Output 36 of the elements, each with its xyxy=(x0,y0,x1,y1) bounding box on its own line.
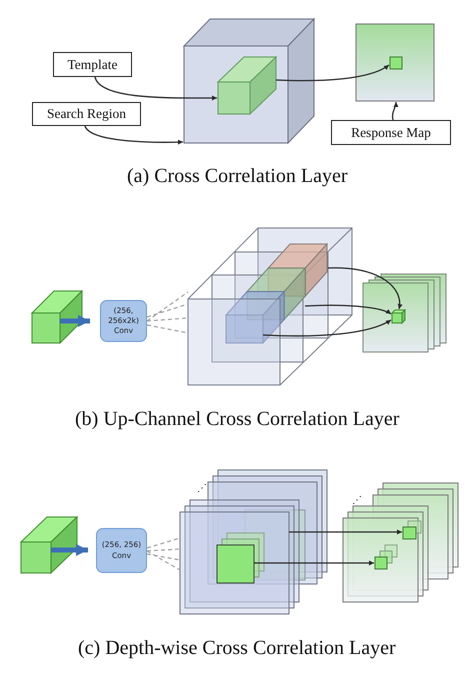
caption: (b) Up-Channel Cross Correlation Layer xyxy=(75,408,400,431)
response-cell xyxy=(392,310,405,323)
ellipsis-mark: ⋰ xyxy=(352,494,362,506)
arrow xyxy=(84,126,184,145)
input-cuboid xyxy=(21,517,77,573)
input-cuboid xyxy=(32,291,82,343)
arrow xyxy=(51,544,88,556)
dashed-projection-lines xyxy=(146,537,181,571)
response-map-stack xyxy=(363,274,446,352)
callout-label: Search Region xyxy=(32,102,141,126)
feature-map-stack xyxy=(180,470,327,614)
arrow xyxy=(289,530,402,534)
response-cell xyxy=(403,521,421,539)
arrow xyxy=(276,64,390,82)
leader-line xyxy=(392,102,398,120)
ellipsis-mark: ⋰ xyxy=(197,482,207,494)
callout-label: Template xyxy=(53,52,132,77)
arrow xyxy=(328,267,402,310)
arrow xyxy=(304,304,392,315)
response-cell xyxy=(390,57,402,69)
arrow xyxy=(60,315,90,327)
channel-segment xyxy=(226,291,284,343)
response-cell xyxy=(375,545,397,569)
caption: (c) Depth-wise Cross Correlation Layer xyxy=(78,637,396,660)
arrow xyxy=(94,76,217,100)
feature-volume xyxy=(188,228,352,385)
kernel-stack xyxy=(217,533,264,583)
dashed-projection-lines xyxy=(146,291,189,334)
kernel-cuboid xyxy=(218,57,276,114)
arrow xyxy=(262,319,392,337)
callout-label: Response Map xyxy=(331,120,451,145)
caption: (a) Cross Correlation Layer xyxy=(127,165,348,188)
response-map-stack xyxy=(343,483,458,602)
response-map xyxy=(356,24,434,101)
feature-cube xyxy=(184,19,314,143)
arrow xyxy=(254,560,374,566)
